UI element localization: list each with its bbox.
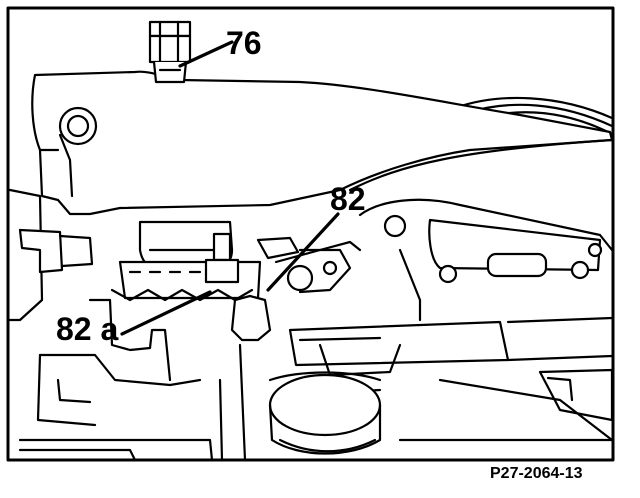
left-casting <box>8 188 202 427</box>
callout-82a: 82 a <box>56 311 119 347</box>
bottom-plate <box>18 343 614 462</box>
figure-code: P27-2064-13 <box>490 465 583 482</box>
bolt-76 <box>148 20 192 84</box>
callout-76: 76 <box>226 25 262 61</box>
leader-76 <box>178 40 234 68</box>
image-frame <box>6 6 615 462</box>
leader-82 <box>266 212 340 292</box>
leader-82a <box>120 290 212 336</box>
lower-cylinder <box>268 371 382 455</box>
lever-arm <box>31 70 614 216</box>
right-casting <box>358 198 614 442</box>
center-linkage <box>230 236 362 342</box>
callout-82: 82 <box>330 181 366 217</box>
solenoid-assembly <box>110 220 262 302</box>
